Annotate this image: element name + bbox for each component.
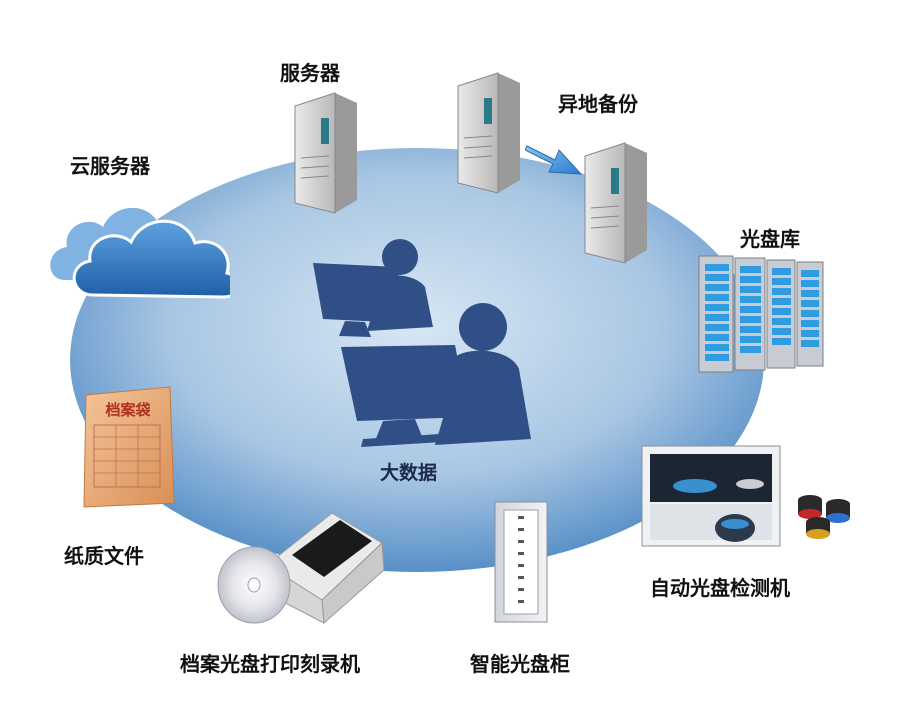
- cloud-icon: [50, 207, 230, 299]
- label-disc-library: 光盘库: [740, 227, 800, 251]
- label-paper-files: 纸质文件: [64, 544, 144, 568]
- archive-bag-icon: 档案袋: [83, 386, 175, 508]
- backup-source-server-icon: [457, 72, 520, 194]
- label-auto-disc-inspector: 自动光盘检测机: [650, 576, 790, 600]
- archive-bag-title: 档案袋: [105, 401, 151, 419]
- big-data-users-icon: [313, 239, 531, 447]
- label-big-data: 大数据: [380, 462, 438, 484]
- disc-inspector-icon: [641, 445, 850, 547]
- disc-printer-icon: [217, 512, 385, 625]
- label-cloud-server: 云服务器: [70, 154, 150, 178]
- label-offsite-backup: 异地备份: [558, 92, 638, 116]
- label-archive-disc-printer: 档案光盘打印刻录机: [180, 652, 360, 676]
- label-server: 服务器: [280, 61, 340, 85]
- label-smart-disc-cabinet: 智能光盘柜: [470, 652, 570, 676]
- backup-target-server-icon: [584, 142, 647, 264]
- disc-cabinet-icon: [494, 501, 548, 623]
- disc-library-racks-icon: [698, 255, 824, 373]
- backup-arrow-icon: [525, 145, 583, 175]
- server-tower-icon: [294, 92, 357, 214]
